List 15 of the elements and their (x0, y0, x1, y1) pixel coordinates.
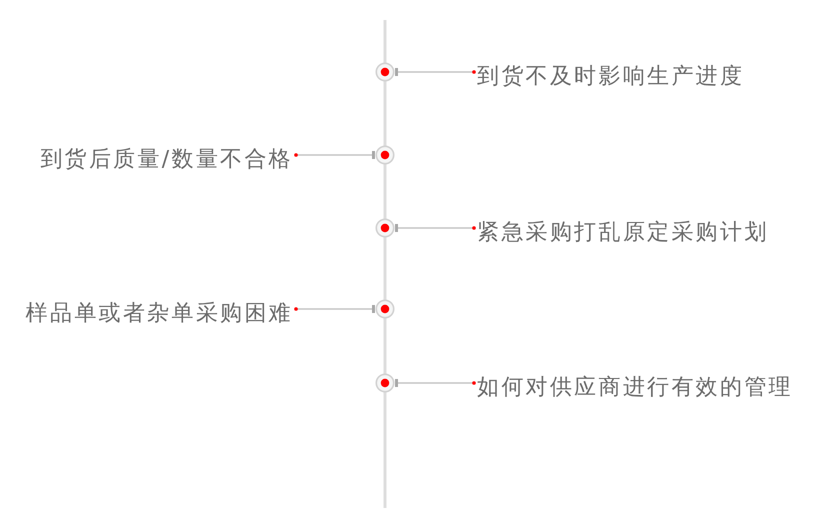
timeline-dot (375, 373, 395, 393)
timeline-text: 到货不及时影响生产进度 (477, 62, 744, 92)
timeline-dot (375, 62, 395, 82)
timeline-text: 紧急采购打乱原定采购计划 (477, 218, 769, 248)
timeline-dot (375, 145, 395, 165)
leader-line (395, 68, 476, 76)
timeline-text: 到货后质量/数量不合格 (40, 145, 293, 175)
timeline-text: 样品单或者杂单采购困难 (26, 299, 293, 329)
leader-line (395, 379, 476, 387)
leader-line (294, 151, 375, 159)
timeline-dot (375, 218, 395, 238)
leader-line (294, 305, 375, 313)
timeline-dot (375, 299, 395, 319)
leader-line (395, 224, 476, 232)
timeline-text: 如何对供应商进行有效的管理 (477, 373, 793, 403)
